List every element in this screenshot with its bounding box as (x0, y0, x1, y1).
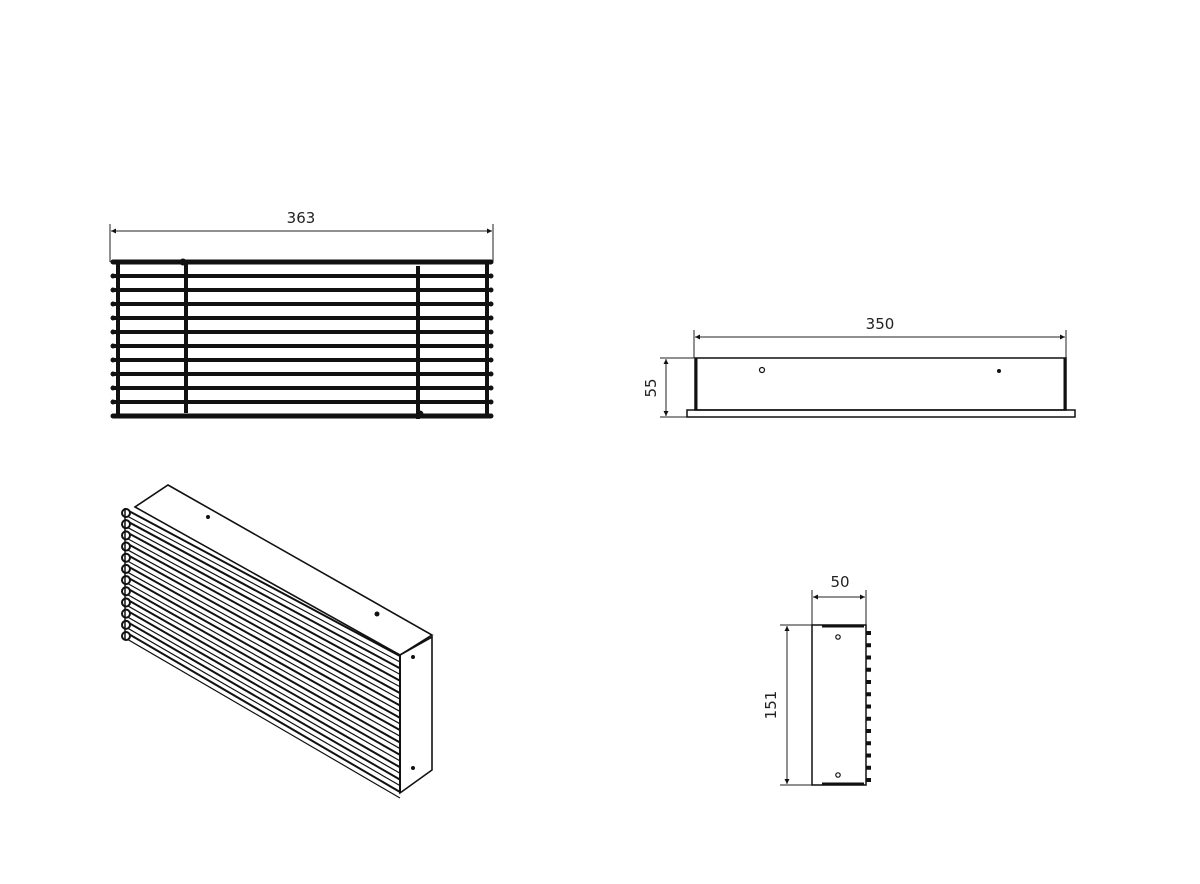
ridge (866, 692, 871, 697)
front-louver-bars (110, 259, 494, 419)
ridge (866, 729, 871, 733)
bar-end (110, 399, 116, 405)
louver-end (121, 530, 131, 541)
louver-end (121, 563, 131, 574)
bar-end (110, 315, 116, 321)
bar-end (110, 413, 116, 419)
louver-edge (126, 638, 401, 799)
louver-edge (126, 537, 401, 688)
side-height-dimension: 55 (642, 357, 694, 418)
bar-end (488, 343, 494, 349)
ridge (866, 778, 871, 782)
louver-edge (126, 531, 401, 682)
louver-edge (126, 571, 401, 725)
end-depth-dimension: 50 (811, 573, 867, 625)
bar-end (488, 399, 494, 405)
louver-edge (126, 553, 401, 707)
bar-end (110, 385, 116, 391)
front-view: 363 (109, 209, 494, 419)
bar-end (488, 287, 494, 293)
louver-edge (126, 620, 401, 781)
bar-end (488, 315, 494, 321)
bar-end (110, 371, 116, 377)
louver-edge (126, 616, 401, 774)
louver-end (121, 631, 131, 641)
louver-end (121, 597, 131, 608)
bar-end (488, 301, 494, 307)
louver-edge (126, 587, 401, 744)
front-width-label: 363 (287, 209, 316, 227)
ridge (866, 765, 871, 770)
bar-end (110, 301, 116, 307)
side-length-dimension: 350 (693, 315, 1067, 358)
bar-end (110, 357, 116, 363)
bar-end (488, 413, 494, 419)
louver-end (121, 508, 131, 518)
side-height-label: 55 (642, 378, 660, 397)
louver-edge (126, 609, 401, 769)
bar-end (488, 385, 494, 391)
ridge (866, 741, 871, 746)
end-view: 50 151 (762, 573, 871, 786)
bar-end (488, 273, 494, 279)
ridge (866, 667, 871, 672)
louver-edge (126, 593, 401, 750)
louver-end (121, 586, 131, 597)
louver-edge (126, 576, 401, 732)
bar-end (488, 357, 494, 363)
louver-edge (126, 627, 401, 787)
bar-end (110, 287, 116, 293)
louver-edge (126, 542, 401, 694)
front-frame-uprights (116, 258, 489, 419)
louver-edge (126, 515, 401, 663)
louver-edge (126, 582, 401, 737)
mounting-hole-icon (997, 369, 1001, 373)
louver-end (121, 608, 131, 619)
louver-edge (126, 598, 401, 756)
side-length-label: 350 (866, 315, 895, 333)
front-width-dimension: 363 (109, 209, 494, 262)
louver-edge (126, 560, 401, 712)
mounting-hole-icon (758, 366, 766, 374)
mounting-hole-icon (835, 634, 841, 640)
mounting-hole-icon (835, 772, 841, 778)
ridge (866, 716, 871, 721)
louver-end (121, 519, 131, 530)
louver-edge (126, 549, 401, 700)
louver-edge (126, 604, 401, 762)
bar-end (110, 329, 116, 335)
ridge (866, 631, 871, 635)
bar-end (110, 259, 116, 265)
isometric-view (121, 484, 434, 799)
ridge (866, 680, 871, 684)
louver-edge (126, 526, 401, 675)
louver-edge (126, 565, 401, 719)
bar-end (110, 273, 116, 279)
end-height-label: 151 (762, 691, 780, 720)
ridge (866, 753, 871, 758)
bar-end (488, 329, 494, 335)
end-depth-label: 50 (830, 573, 849, 591)
bar-end (488, 371, 494, 377)
bar-end (110, 343, 116, 349)
end-louver-ridges (866, 631, 871, 782)
louver-end (121, 619, 131, 630)
louver-end (121, 575, 131, 586)
louver-end (121, 541, 131, 552)
ridge (866, 655, 871, 660)
louver-edge (126, 632, 401, 793)
louver-end (121, 552, 131, 563)
side-view: 350 55 (642, 315, 1076, 418)
louver-edge (126, 520, 401, 670)
louver-edge (126, 509, 401, 657)
bar-end (488, 259, 494, 265)
ridge (866, 704, 871, 709)
isometric-louvers (121, 508, 401, 799)
end-height-dimension: 151 (762, 624, 812, 786)
ridge (866, 643, 871, 648)
